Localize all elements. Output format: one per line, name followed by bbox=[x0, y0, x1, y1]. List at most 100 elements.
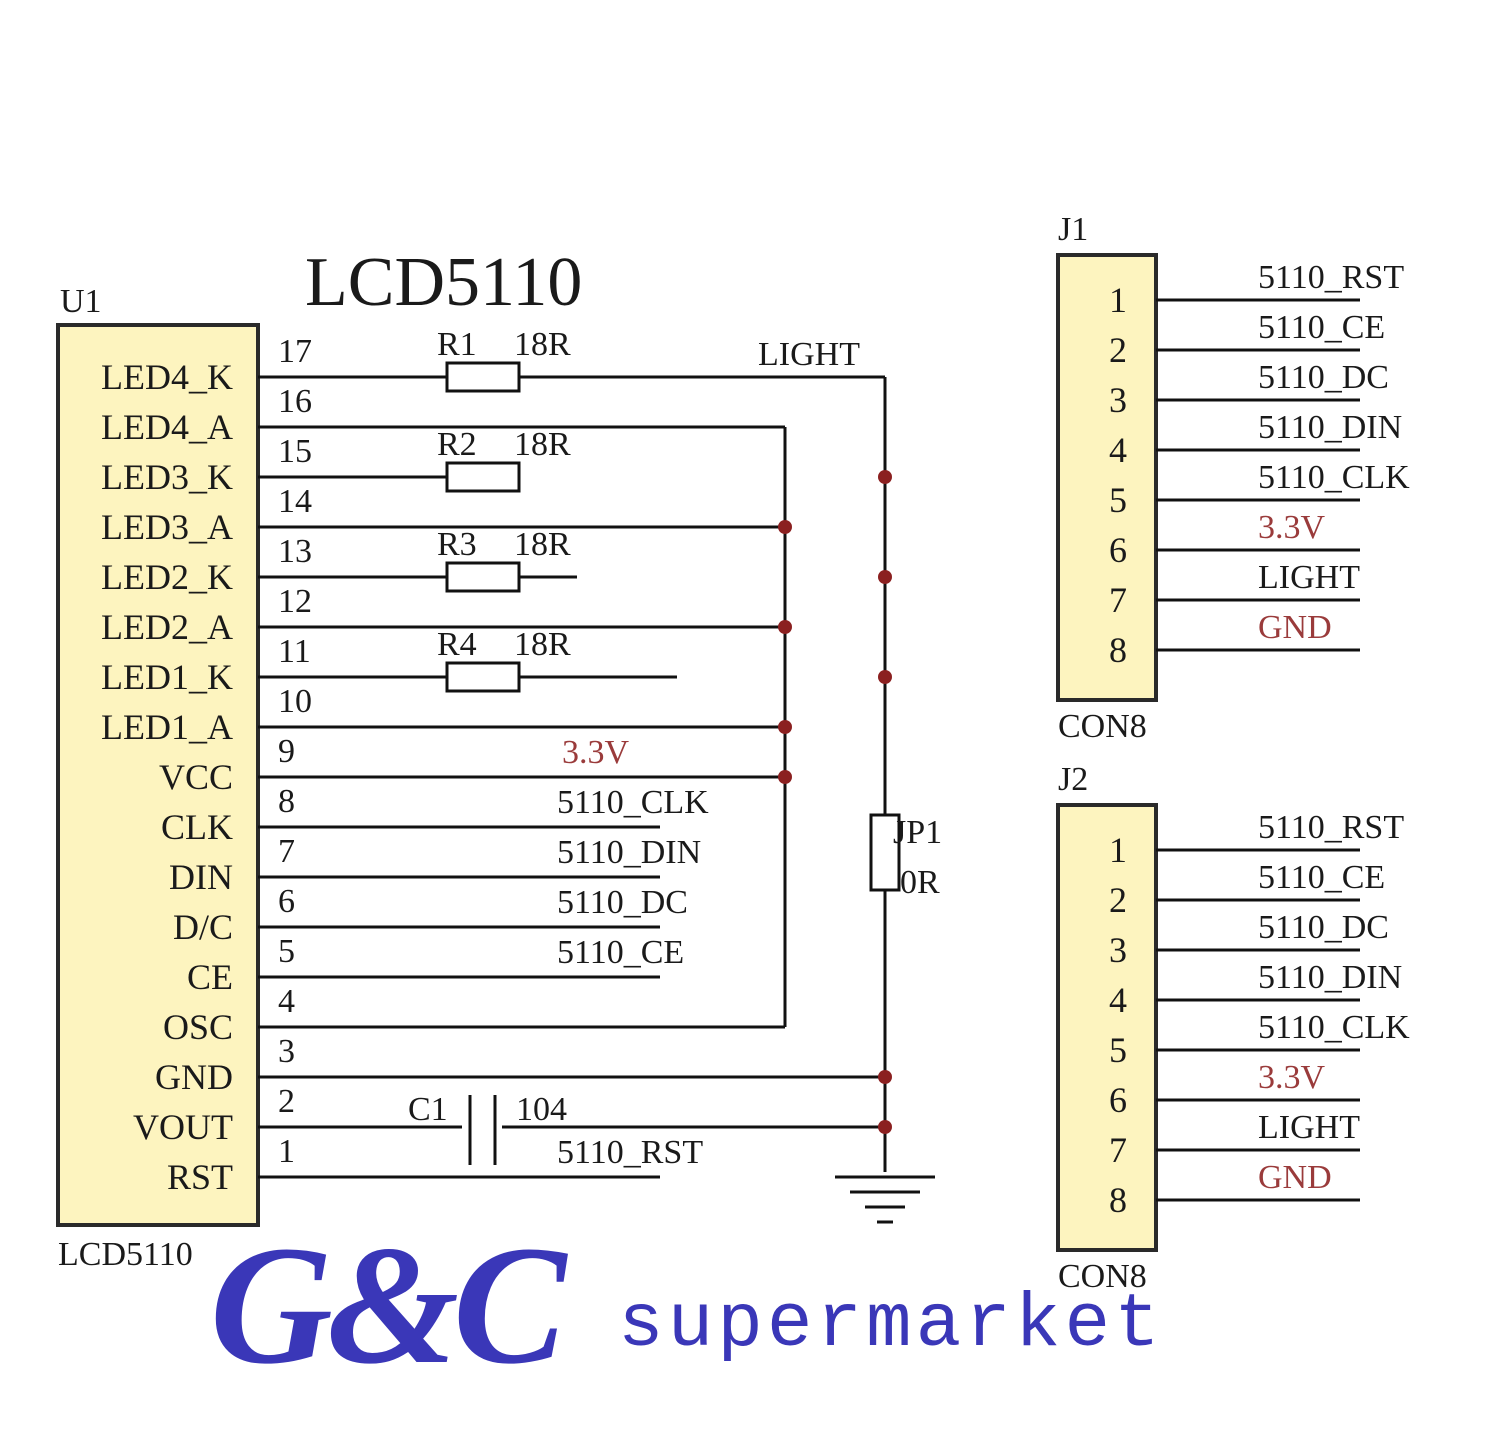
connector-pin-number: 3 bbox=[1109, 380, 1127, 420]
connector-value: CON8 bbox=[1058, 708, 1147, 745]
connector-pin-number: 4 bbox=[1109, 430, 1127, 470]
connector-net-label: 5110_CLK bbox=[1258, 1009, 1410, 1046]
u1-pin-name: LED1_A bbox=[101, 707, 233, 747]
connector-pin-number: 8 bbox=[1109, 630, 1127, 670]
u1-pin-number: 7 bbox=[278, 833, 295, 870]
connector-pin-number: 1 bbox=[1109, 280, 1127, 320]
u1-pin-number: 3 bbox=[278, 1033, 295, 1070]
connector-body bbox=[1056, 253, 1158, 702]
jp1-body bbox=[869, 813, 901, 892]
u1-pin-number: 8 bbox=[278, 783, 295, 820]
connector-net-label: 5110_RST bbox=[1258, 809, 1404, 846]
connector-net-label: 3.3V bbox=[1258, 509, 1326, 546]
u1-pin-name: D/C bbox=[173, 907, 233, 947]
brand-tagline: supermarket bbox=[618, 1282, 1164, 1368]
u1-pin-name: RST bbox=[167, 1157, 233, 1197]
connector-net-label: 5110_DC bbox=[1258, 359, 1389, 396]
c1-value: 104 bbox=[516, 1091, 567, 1128]
u1-pin-number: 1 bbox=[278, 1133, 295, 1170]
connector-ref: J2 bbox=[1058, 761, 1088, 798]
u1-pin-name: LED1_K bbox=[101, 657, 233, 697]
junction-dot bbox=[878, 570, 892, 584]
connector-net-label: 3.3V bbox=[1258, 1059, 1326, 1096]
connector-pin-number: 5 bbox=[1109, 1030, 1127, 1070]
connector-net-label: 5110_CLK bbox=[1258, 459, 1410, 496]
connector-pin-number: 5 bbox=[1109, 480, 1127, 520]
u1-pin-name: LED3_A bbox=[101, 507, 233, 547]
resistor-body bbox=[445, 561, 521, 593]
resistor-body bbox=[445, 361, 521, 393]
junctions bbox=[778, 470, 892, 1134]
resistor-body bbox=[445, 661, 521, 693]
junction-dot bbox=[878, 1120, 892, 1134]
resistor-ref: R1 bbox=[437, 326, 477, 363]
u1-pin-name: LED3_K bbox=[101, 457, 233, 497]
junction-dot bbox=[778, 720, 792, 734]
resistors: R1 18R R2 18R R3 18R R4 18R bbox=[437, 326, 571, 693]
connector-pin-number: 7 bbox=[1109, 580, 1127, 620]
u1-pin-name: CE bbox=[187, 957, 233, 997]
u1-pin-number: 15 bbox=[278, 433, 312, 470]
connector-net-label: 5110_RST bbox=[1258, 259, 1404, 296]
resistor-value: 18R bbox=[514, 626, 571, 663]
u1-pin-name: LED4_K bbox=[101, 357, 233, 397]
u1-pin-number: 11 bbox=[278, 633, 311, 670]
net-dc-label: 5110_DC bbox=[557, 884, 688, 921]
u1-pin-name: LED2_K bbox=[101, 557, 233, 597]
net-light-label: LIGHT bbox=[758, 336, 860, 373]
net-ce-label: 5110_CE bbox=[557, 934, 684, 971]
connector-ref: J1 bbox=[1058, 211, 1088, 248]
u1-pin-number: 6 bbox=[278, 883, 295, 920]
jp1-value: 0R bbox=[900, 864, 940, 901]
connector-pin-number: 7 bbox=[1109, 1130, 1127, 1170]
resistor-value: 18R bbox=[514, 426, 571, 463]
junction-dot bbox=[878, 670, 892, 684]
net-clk-label: 5110_CLK bbox=[557, 784, 709, 821]
resistor-ref: R3 bbox=[437, 526, 477, 563]
u1-value: LCD5110 bbox=[58, 1236, 193, 1273]
connector-pin-number: 8 bbox=[1109, 1180, 1127, 1220]
connector-net-label: 5110_DIN bbox=[1258, 959, 1402, 996]
connector-net-label: LIGHT bbox=[1258, 1109, 1360, 1146]
resistor-ref: R4 bbox=[437, 626, 477, 663]
connector-net-label: GND bbox=[1258, 1159, 1332, 1196]
u1-pin-number: 4 bbox=[278, 983, 295, 1020]
u1-pin-name: LED2_A bbox=[101, 607, 233, 647]
connector-net-label: 5110_DC bbox=[1258, 909, 1389, 946]
u1-pin-name: VOUT bbox=[133, 1107, 233, 1147]
net-3v3-label: 3.3V bbox=[562, 734, 630, 771]
connector-pin-number: 2 bbox=[1109, 880, 1127, 920]
connector-net-label: 5110_CE bbox=[1258, 309, 1385, 346]
connector-pin-number: 4 bbox=[1109, 980, 1127, 1020]
resistor-ref: R2 bbox=[437, 426, 477, 463]
net-din-label: 5110_DIN bbox=[557, 834, 701, 871]
connector-net-label: 5110_DIN bbox=[1258, 409, 1402, 446]
junction-dot bbox=[778, 770, 792, 784]
connector-pin-number: 6 bbox=[1109, 530, 1127, 570]
u1-pin-number: 12 bbox=[278, 583, 312, 620]
u1-ref: U1 bbox=[60, 283, 102, 320]
junction-dot bbox=[778, 620, 792, 634]
net-rst-label: 5110_RST bbox=[557, 1134, 703, 1171]
resistor-value: 18R bbox=[514, 326, 571, 363]
u1-pin-name: LED4_A bbox=[101, 407, 233, 447]
resistor-value: 18R bbox=[514, 526, 571, 563]
connector-net-label: GND bbox=[1258, 609, 1332, 646]
u1-pin-number: 16 bbox=[278, 383, 312, 420]
connector-value: CON8 bbox=[1058, 1258, 1147, 1295]
u1-pin-name: GND bbox=[155, 1057, 233, 1097]
u1-pin-name: DIN bbox=[169, 857, 233, 897]
u1-pin-number: 14 bbox=[278, 483, 312, 520]
connector-net-label: 5110_CE bbox=[1258, 859, 1385, 896]
junction-dot bbox=[878, 1070, 892, 1084]
ground-symbol bbox=[835, 1175, 935, 1224]
junction-dot bbox=[878, 470, 892, 484]
junction-dot bbox=[778, 520, 792, 534]
connector-pin-number: 3 bbox=[1109, 930, 1127, 970]
jp1-ref: JP1 bbox=[893, 814, 942, 851]
u1-pin-number: 2 bbox=[278, 1083, 295, 1120]
u1-pins: LED4_K17LED4_A16LED3_K15LED3_A14LED2_K13… bbox=[101, 333, 885, 1197]
connector-pin-number: 6 bbox=[1109, 1080, 1127, 1120]
c1-ref: C1 bbox=[408, 1091, 448, 1128]
